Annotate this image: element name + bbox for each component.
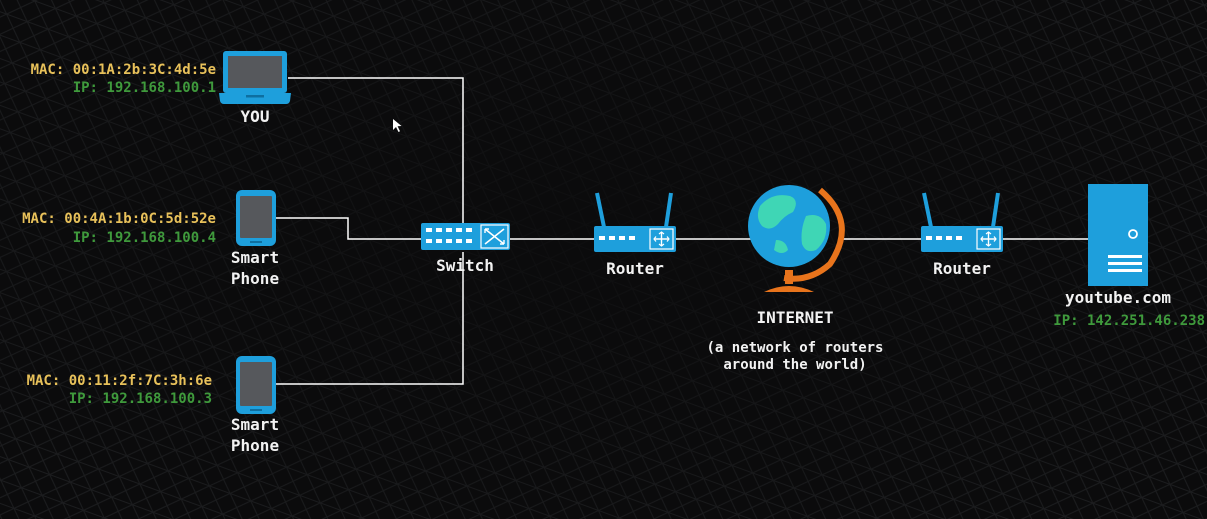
internet-caption-line2: around the world) <box>723 357 867 373</box>
laptop-ip: IP: 192.168.100.1 <box>72 80 216 96</box>
phone1-name-line1: Smart <box>230 248 280 267</box>
phone1-name-line2: Phone <box>230 269 280 288</box>
switch-icon <box>421 223 510 250</box>
router-left-label: Router <box>606 259 664 278</box>
server-ip: IP: 142.251.46.238 <box>1053 313 1205 329</box>
laptop-mac: MAC: 00:1A:2b:3C:4d:5e <box>30 62 216 78</box>
link-phone1-switch <box>276 217 422 240</box>
laptop-icon <box>219 51 291 104</box>
server-label: youtube.com <box>1065 288 1171 307</box>
phone1-ip: IP: 192.168.100.4 <box>72 230 216 246</box>
phone1-mac: MAC: 00:4A:1b:0C:5d:52e <box>22 211 216 227</box>
phone2-mac: MAC: 00:11:2f:7C:3h:6e <box>26 373 212 389</box>
phone2-name-line2: Phone <box>230 436 280 455</box>
phone2-ip: IP: 192.168.100.3 <box>68 391 212 407</box>
server-icon <box>1088 184 1148 286</box>
laptop-name: YOU <box>240 107 270 126</box>
link-laptop-switch <box>288 77 464 224</box>
internet-caption-line1: (a network of routers <box>706 340 884 356</box>
smartphone-icon <box>236 190 276 246</box>
router-right-label: Router <box>933 259 991 278</box>
link-phone2-switch <box>276 252 464 385</box>
phone2-name-line1: Smart <box>230 415 280 434</box>
globe-icon <box>748 185 845 292</box>
router-icon <box>594 192 676 252</box>
mouse-cursor-icon <box>393 119 402 132</box>
smartphone-icon <box>236 356 276 414</box>
router-icon <box>921 192 1003 252</box>
internet-label: INTERNET <box>756 308 834 327</box>
switch-label: Switch <box>436 256 494 275</box>
